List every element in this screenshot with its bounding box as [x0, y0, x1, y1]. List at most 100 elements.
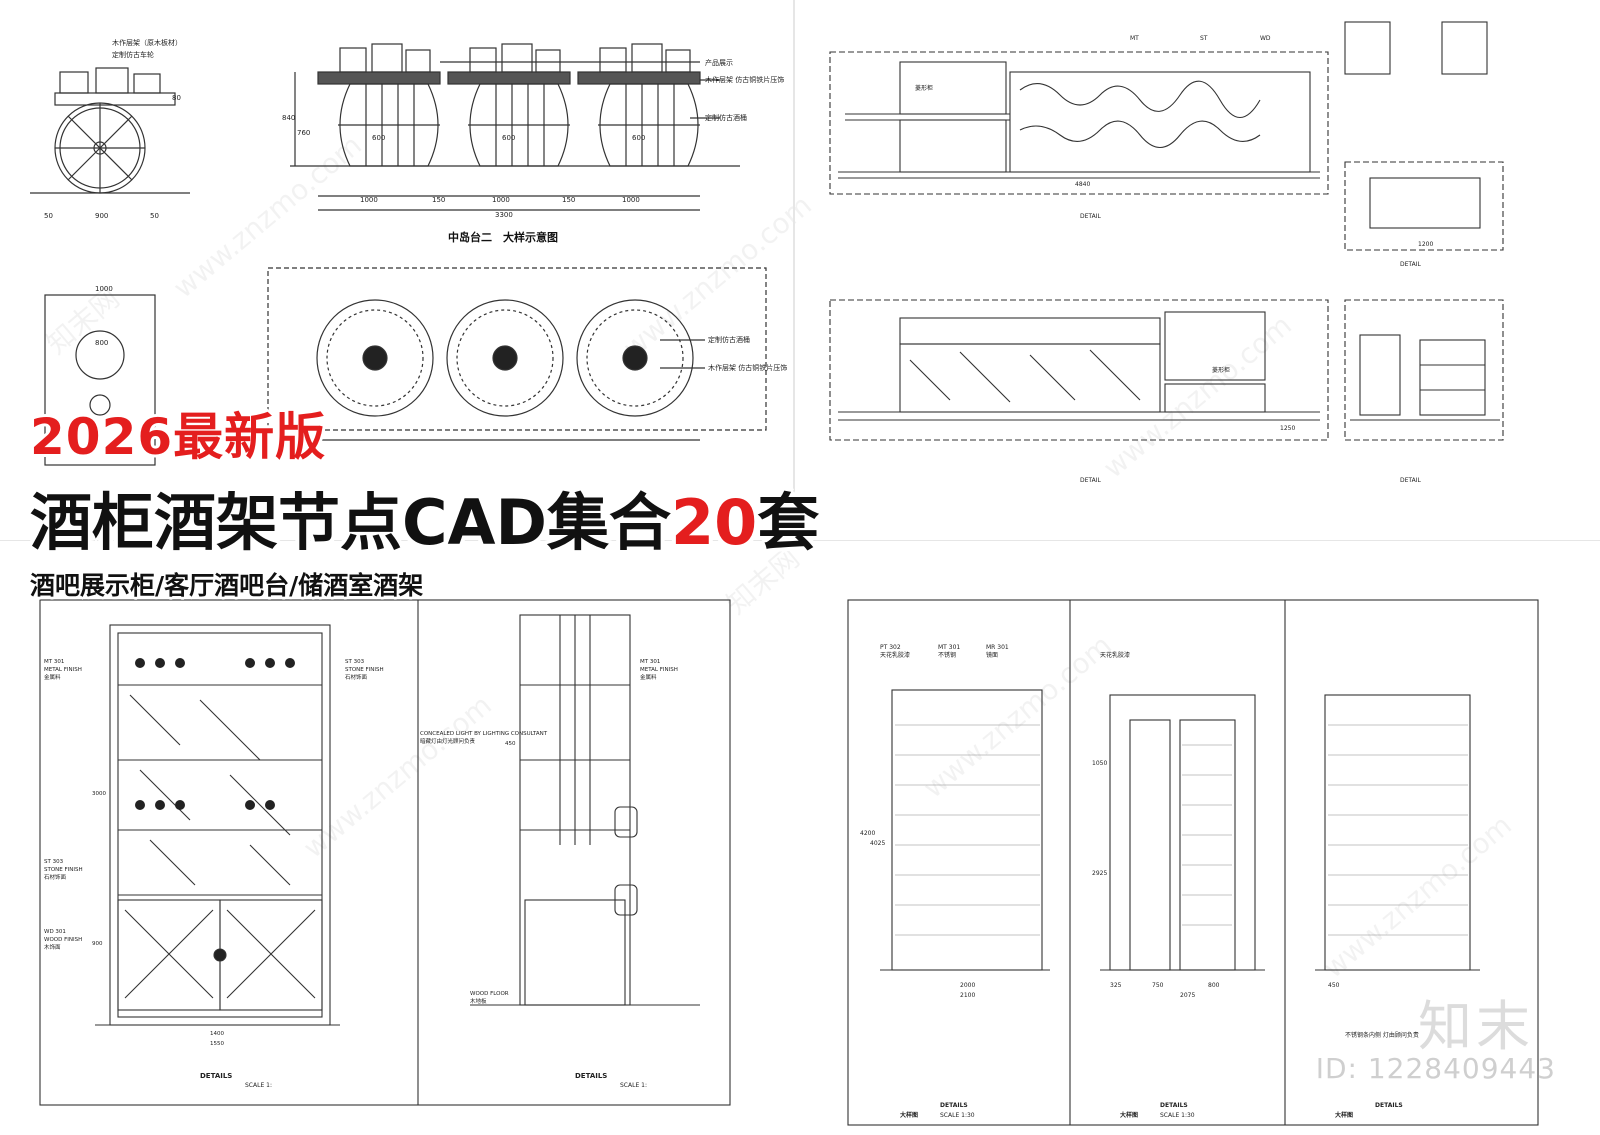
- dim-label: 50: [44, 212, 53, 220]
- dim-label: 450: [1328, 982, 1340, 989]
- rack-code: MT 301: [938, 644, 960, 651]
- dim-label: 2000: [960, 982, 975, 989]
- island-drawing: 木作层架（原木板材） 定制仿古车轮 产品展示 木作层架 仿古铜铁片压饰 定制仿古…: [30, 38, 787, 466]
- finish-label-cn: 木地板: [470, 997, 487, 1005]
- finish-code: WD 301: [44, 929, 66, 935]
- details-word: DETAILS: [200, 1072, 232, 1080]
- finish-label: METAL FINISH: [640, 667, 678, 673]
- finish-label-cn: 金属料: [44, 673, 61, 681]
- dim-label: 840: [282, 114, 295, 122]
- dim-label: 750: [1152, 982, 1164, 989]
- finish-code: ST 303: [44, 859, 64, 865]
- dim-label: 2075: [1180, 992, 1195, 999]
- note-label: 木作层架 仿古铜铁片压饰: [705, 75, 784, 84]
- dim-label: 600: [372, 134, 385, 142]
- dim-label: 3000: [92, 791, 106, 797]
- dim-label: 1000: [492, 196, 510, 204]
- dim-label: 80: [172, 94, 181, 102]
- dim-label: 1400: [210, 1031, 224, 1037]
- dim-label: 760: [297, 129, 310, 137]
- details-word: DETAILS: [1160, 1102, 1188, 1109]
- dim-label: 1550: [210, 1041, 224, 1047]
- scale-label: SCALE 1:30: [940, 1112, 975, 1119]
- scale-label: SCALE 1:: [245, 1082, 272, 1089]
- main-title-suffix: 套: [757, 486, 820, 559]
- finish-label-cn: 木饰面: [44, 943, 61, 951]
- details-word: DETAILS: [940, 1102, 968, 1109]
- rack-header: 不锈钢: [938, 651, 956, 659]
- callout-label: MT: [1130, 35, 1139, 42]
- note-label: 产品展示: [705, 58, 733, 67]
- dim-label: 450: [505, 741, 516, 747]
- note-label: 木作层架（原木板材）: [112, 38, 182, 47]
- finish-label: STONE FINISH: [345, 667, 384, 673]
- rack-drawing: 天花乳胶漆 MT 301 不锈钢 MR 301 镜面 PT 302 天花乳胶漆 …: [847, 599, 1539, 1126]
- dim-label: 3300: [495, 211, 513, 219]
- rack-header: 镜面: [986, 651, 998, 659]
- callout-label: WD: [1260, 35, 1271, 42]
- brand-logo: 知末: [1418, 995, 1534, 1058]
- panel-divider: [0, 540, 1600, 541]
- cabinet-drawing: MT 301 METAL FINISH 金属料 ST 303 STONE FIN…: [39, 599, 731, 1106]
- dim-label: 4840: [1075, 181, 1090, 188]
- finish-label-cn: 暗藏灯由灯光顾问负责: [420, 737, 476, 745]
- subtitle: 酒吧展示柜/客厅酒吧台/储酒室酒架: [30, 571, 424, 600]
- finish-label-cn: 金属料: [640, 673, 657, 681]
- rack-title: 大样图: [1120, 1111, 1138, 1119]
- dim-label: 800: [1208, 982, 1220, 989]
- detail-word: DETAIL: [1080, 213, 1101, 220]
- dim-label: 325: [1110, 982, 1122, 989]
- rack-title: 大样图: [900, 1111, 918, 1119]
- cabinet-drawing-panel: MT 301 METAL FINISH 金属料 ST 303 STONE FIN…: [0, 545, 790, 1131]
- finish-label: CONCEALED LIGHT BY LIGHTING CONSULTANT: [420, 731, 548, 737]
- finish-code: ST 303: [345, 659, 365, 665]
- dim-label: 600: [502, 134, 515, 142]
- finish-code: MT 301: [44, 659, 64, 665]
- main-title-count: 20: [670, 486, 758, 559]
- dim-label: 50: [150, 212, 159, 220]
- finish-label: METAL FINISH: [44, 667, 82, 673]
- detail-word: DETAIL: [1080, 477, 1101, 484]
- callout-label: 菱形柜: [1212, 366, 1230, 374]
- rack-shelves: [895, 724, 1468, 936]
- details-word: DETAILS: [1375, 1102, 1403, 1109]
- dim-label: 2100: [960, 992, 975, 999]
- callout-label: 菱形柜: [915, 84, 933, 92]
- details-word: DETAILS: [575, 1072, 607, 1080]
- dim-label: 2925: [1092, 870, 1107, 877]
- dim-label: 1050: [1092, 760, 1107, 767]
- dim-label: 1200: [1418, 241, 1433, 248]
- year-badge: 2026最新版: [30, 408, 327, 466]
- finish-code: MT 301: [640, 659, 660, 665]
- main-title: 酒柜酒架节点CAD集合20套: [30, 472, 819, 562]
- dim-label: 1250: [1280, 425, 1295, 432]
- dim-label: 4200: [860, 830, 875, 837]
- finish-label-cn: 石材饰面: [44, 873, 67, 881]
- rack-code: MR 301: [986, 644, 1009, 651]
- detail-word: DETAIL: [1400, 261, 1421, 268]
- dim-label: 1000: [95, 285, 113, 293]
- scale-label: SCALE 1:: [620, 1082, 647, 1089]
- rack-title: 大样图: [1335, 1111, 1353, 1119]
- finish-label-cn: 石材饰面: [345, 673, 368, 681]
- drawing-caption: 中岛台二 大样示意图: [448, 230, 558, 244]
- rack-header: 天花乳胶漆: [880, 651, 910, 659]
- finish-label: WOOD FLOOR: [470, 991, 509, 997]
- rack-drawing-panel: 天花乳胶漆 MT 301 不锈钢 MR 301 镜面 PT 302 天花乳胶漆 …: [800, 545, 1600, 1131]
- bar-drawing: 菱形柜 菱形柜 MT ST WD 4840 1250 1200 DETAIL D…: [829, 21, 1504, 484]
- dim-label: 1000: [622, 196, 640, 204]
- main-title-text: 酒柜酒架节点CAD集合: [30, 486, 671, 559]
- note-label: 定制仿古车轮: [112, 50, 154, 59]
- scale-label: SCALE 1:30: [1160, 1112, 1195, 1119]
- dim-label: 600: [632, 134, 645, 142]
- dim-label: 800: [95, 339, 108, 347]
- panel-divider: [793, 0, 795, 540]
- dim-label: 900: [95, 212, 108, 220]
- dim-label: 4025: [870, 840, 885, 847]
- finish-label: STONE FINISH: [44, 867, 83, 873]
- dim-label: 1000: [360, 196, 378, 204]
- callout-label: ST: [1200, 35, 1208, 42]
- dim-label: 900: [92, 941, 103, 947]
- detail-word: DETAIL: [1400, 477, 1421, 484]
- rack-note: 不锈钢条内侧 灯由顾问负责: [1345, 1031, 1419, 1039]
